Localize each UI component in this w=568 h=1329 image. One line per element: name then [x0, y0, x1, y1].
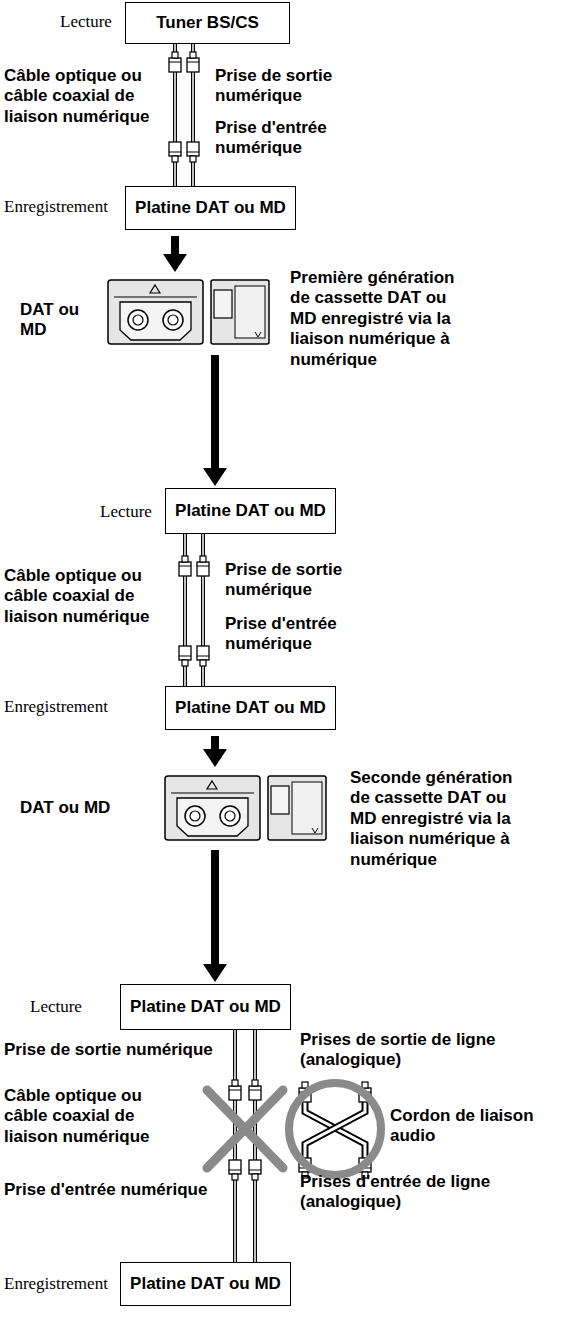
device-box: Platine DAT ou MD [165, 686, 336, 730]
device-box: Tuner BS/CS [125, 2, 290, 44]
callout-label: DAT ou MD [20, 300, 110, 341]
stage-label: Lecture [30, 997, 82, 1017]
callout-label: Prise de sortie numérique [225, 560, 375, 601]
stage-label: Lecture [100, 502, 152, 522]
callout-label: Prise de sortie numérique [4, 1040, 230, 1060]
callout-label: Câble optique ou câble coaxial de liaiso… [4, 566, 159, 627]
device-box: Platine DAT ou MD [125, 186, 296, 230]
device-box: Platine DAT ou MD [165, 488, 336, 534]
stage-label: Enregistrement [4, 697, 108, 717]
callout-label: Prise d'entrée numérique [225, 614, 375, 655]
device-box: Platine DAT ou MD [120, 984, 291, 1030]
callout-label: Prise d'entrée numérique [215, 118, 365, 159]
device-name: Platine DAT ou MD [135, 198, 286, 218]
stage-label: Enregistrement [4, 197, 108, 217]
stage-label: Enregistrement [4, 1274, 108, 1294]
stage-label: Lecture [60, 12, 112, 32]
cable-link [235, 1030, 255, 1262]
analog-audio-cord [305, 1100, 365, 1158]
flow-arrow [203, 736, 227, 982]
allowed-circle [289, 1083, 381, 1175]
callout-label: Prise de sortie numérique [215, 66, 365, 107]
callout-label: Prises d'entrée de ligne (analogique) [300, 1172, 560, 1213]
callout-label: Câble optique ou câble coaxial de liaiso… [4, 66, 159, 127]
device-name: Platine DAT ou MD [175, 698, 326, 718]
callout-label: Première génération de cassette DAT ou M… [290, 268, 455, 370]
callout-label: Seconde génération de cassette DAT ou MD… [350, 768, 515, 870]
device-box: Platine DAT ou MD [120, 1262, 291, 1306]
device-name: Tuner BS/CS [156, 13, 259, 33]
callout-label: Cordon de liaison audio [390, 1106, 560, 1147]
callout-label: Prise d'entrée numérique [4, 1180, 230, 1200]
callout-label: Prises de sortie de ligne (analogique) [300, 1030, 560, 1071]
flow-arrow [163, 236, 227, 486]
callout-label: DAT ou MD [20, 798, 140, 818]
device-name: Platine DAT ou MD [130, 1274, 281, 1294]
device-name: Platine DAT ou MD [175, 501, 326, 521]
callout-label: Câble optique ou câble coaxial de liaiso… [4, 1086, 164, 1147]
forbidden-cross [207, 1090, 283, 1168]
device-name: Platine DAT ou MD [130, 997, 281, 1017]
